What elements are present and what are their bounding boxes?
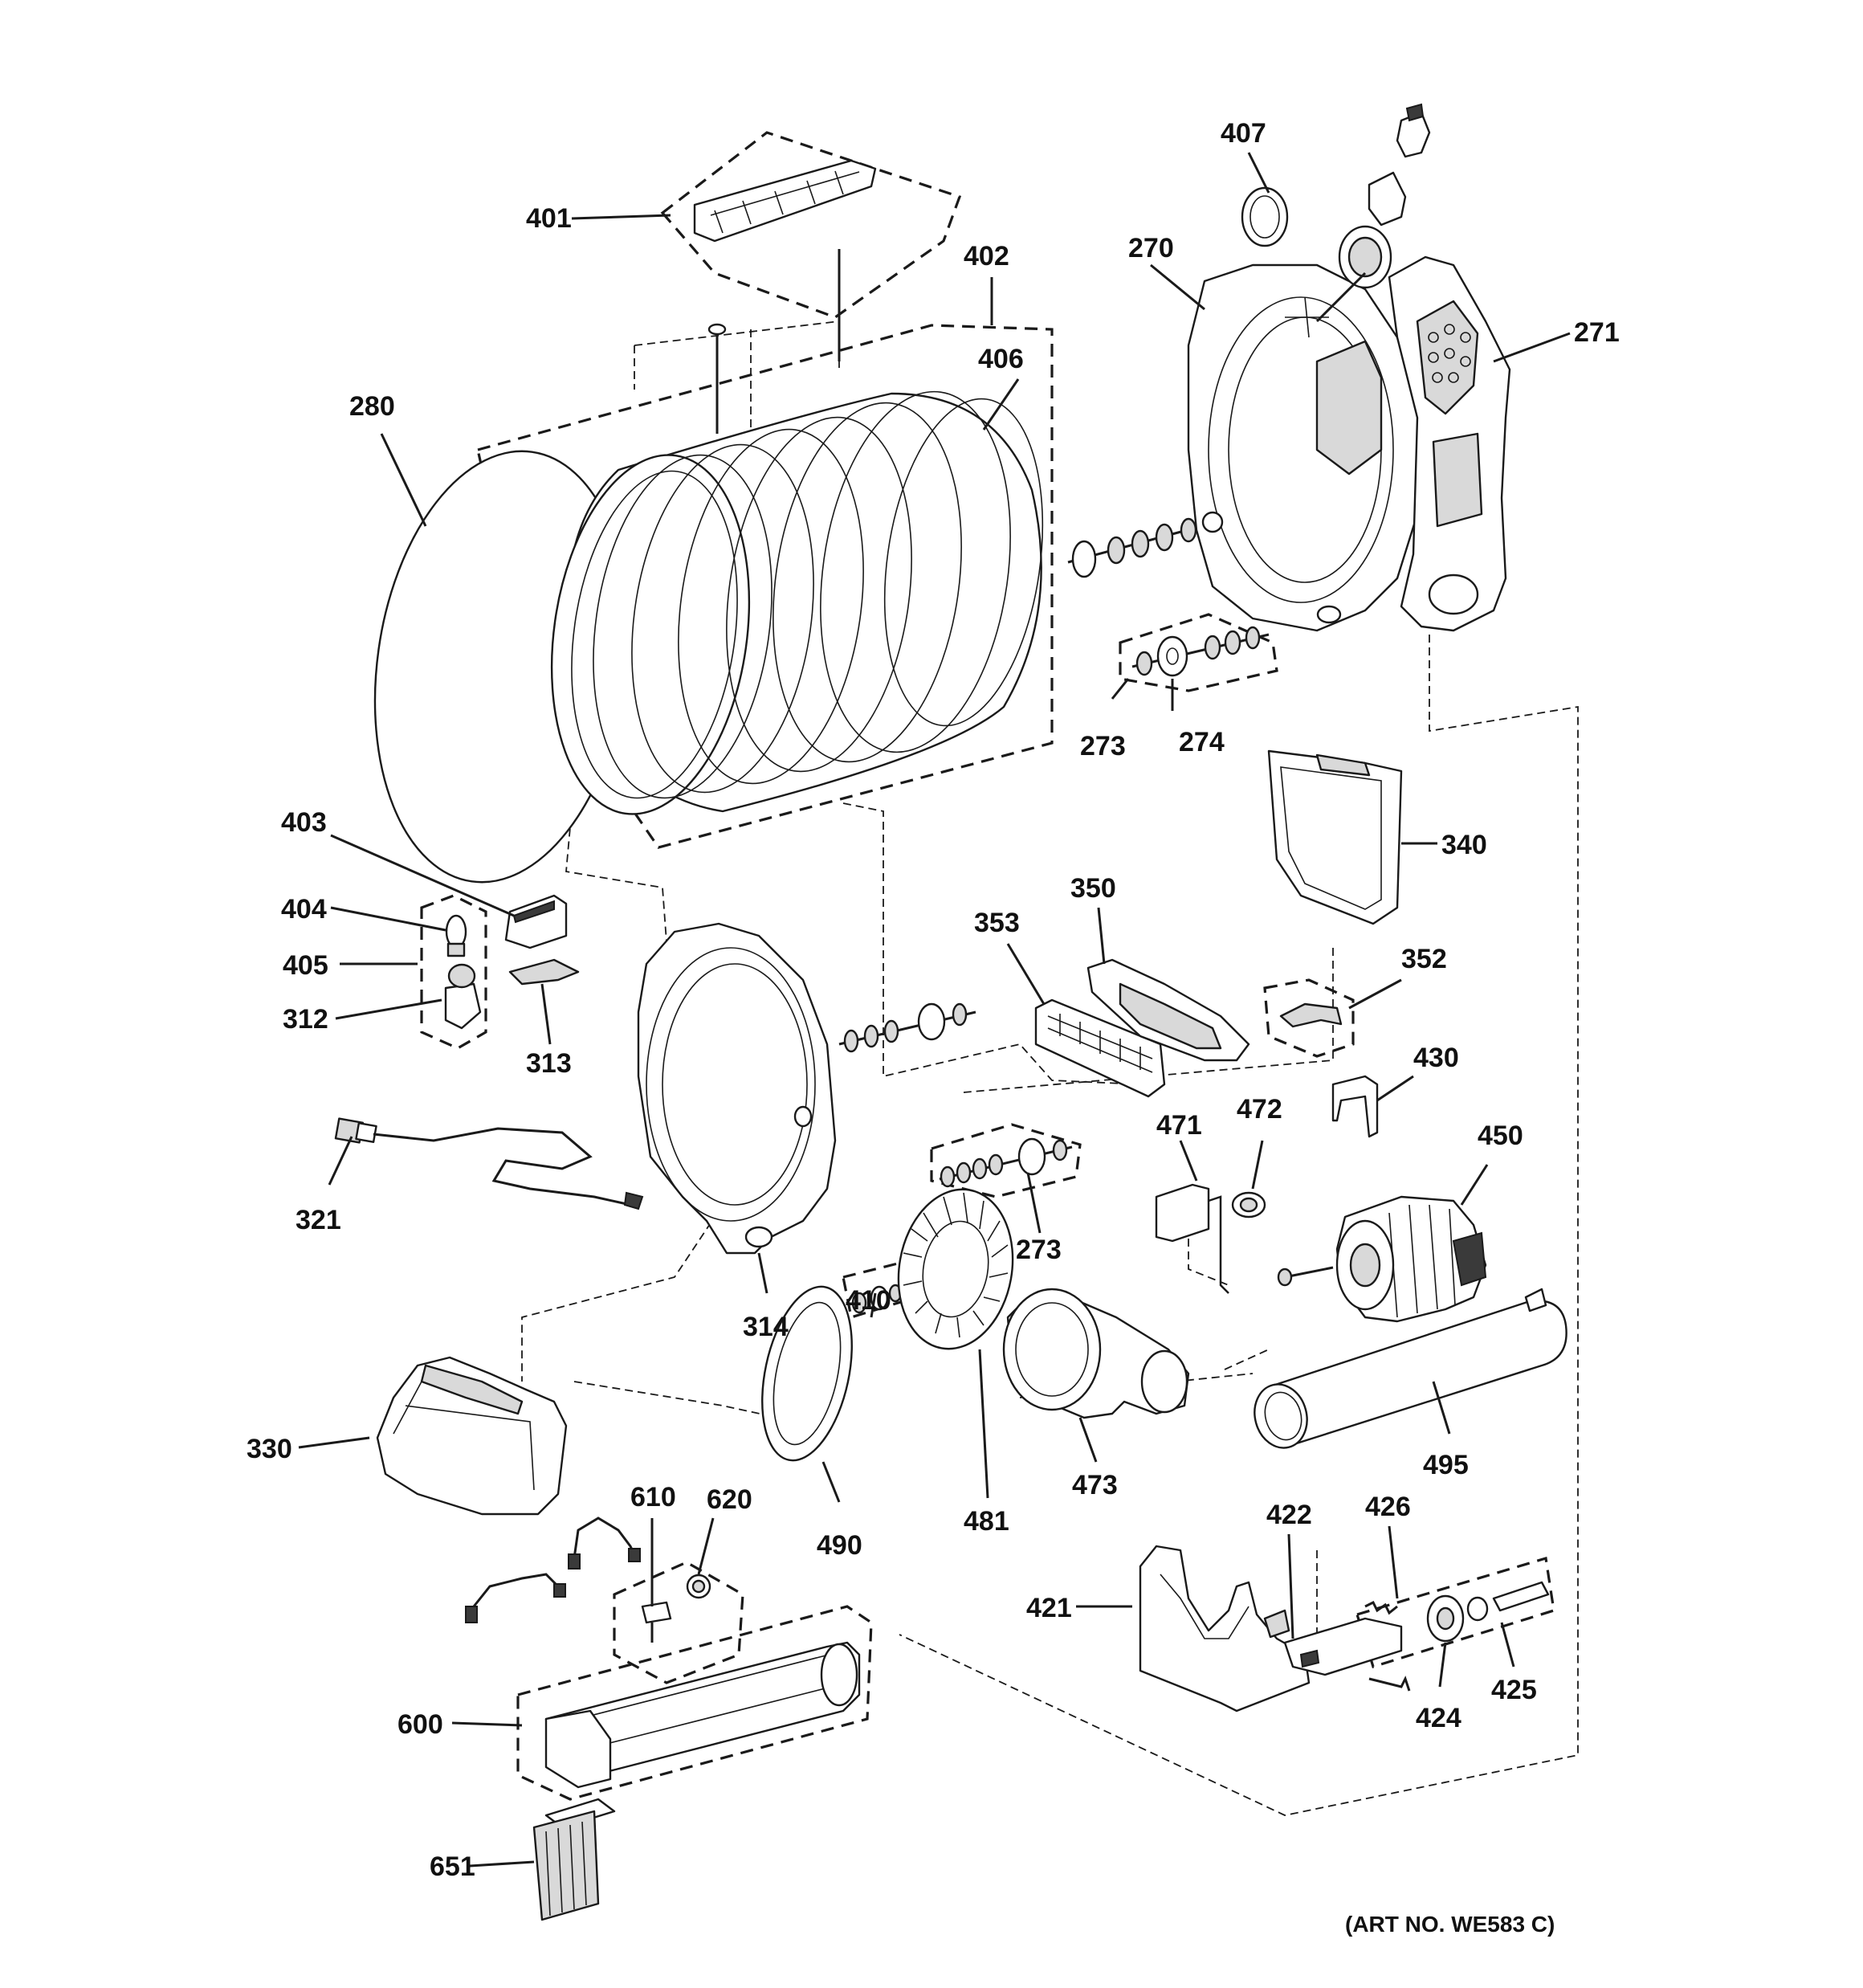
part-422-idler-arm xyxy=(1283,1617,1403,1676)
part-401-baffle xyxy=(693,159,877,361)
group-600-outline xyxy=(516,1605,873,1801)
callout-425: 425 xyxy=(1491,1675,1537,1705)
part-404-bulb xyxy=(445,914,467,957)
group-273b-outline xyxy=(930,1123,1082,1198)
callout-430: 430 xyxy=(1413,1043,1459,1073)
part-473-blower-housing xyxy=(1002,1288,1190,1419)
heater-jumper-wires xyxy=(465,1517,641,1623)
part-410-washer-set xyxy=(851,1284,903,1314)
callout-312: 312 xyxy=(283,1004,328,1035)
callout-450: 450 xyxy=(1478,1121,1523,1151)
routing-line-side xyxy=(899,635,1579,1816)
callout-271: 271 xyxy=(1574,317,1620,348)
callout-426: 426 xyxy=(1365,1492,1411,1522)
callout-321: 321 xyxy=(296,1205,341,1235)
part-353-lint-duct xyxy=(1034,998,1166,1098)
group-425-outline xyxy=(1355,1556,1555,1669)
part-600-heater-housing xyxy=(544,1641,861,1789)
part-495-exhaust-duct xyxy=(1254,1288,1567,1449)
callout-471: 471 xyxy=(1156,1110,1202,1141)
callout-481: 481 xyxy=(964,1506,1009,1537)
callout-424: 424 xyxy=(1416,1703,1461,1733)
art-number: (ART NO. WE583 C) xyxy=(1345,1912,1555,1937)
callout-273-upper: 273 xyxy=(1080,731,1126,761)
part-472-thermal-fuse xyxy=(1231,1191,1266,1219)
part-340-lint-filter xyxy=(1267,749,1403,925)
callout-280: 280 xyxy=(349,391,395,422)
part-450-motor xyxy=(1277,1195,1487,1323)
part-610-thermostat xyxy=(641,1601,672,1643)
callout-473: 473 xyxy=(1072,1470,1118,1500)
group-273a-outline xyxy=(1119,613,1278,692)
part-426-idler-spring xyxy=(1364,1600,1411,1692)
part-481-blower-wheel xyxy=(897,1188,1014,1350)
part-312-lamp-socket xyxy=(444,963,482,1030)
sensor-housing xyxy=(1315,225,1392,323)
part-314-front-bulkhead xyxy=(637,922,837,1255)
callout-600: 600 xyxy=(397,1709,443,1740)
callout-620: 620 xyxy=(707,1484,752,1515)
callout-401: 401 xyxy=(526,203,572,234)
drum-screw xyxy=(707,323,727,434)
part-330-trap-duct xyxy=(376,1356,568,1516)
part-406-drum xyxy=(550,390,1044,815)
routing-line-upper xyxy=(481,320,840,659)
part-352-spring-clip xyxy=(1279,1002,1343,1028)
part-313-bracket xyxy=(508,958,580,986)
part-403-lamp-cover xyxy=(504,894,568,949)
callout-610: 610 xyxy=(630,1482,676,1512)
callout-407: 407 xyxy=(1221,118,1266,149)
callout-422: 422 xyxy=(1266,1500,1312,1530)
part-424-idler-pulley xyxy=(1426,1594,1465,1643)
callout-402: 402 xyxy=(964,241,1009,271)
callout-410: 410 xyxy=(846,1285,891,1316)
part-471-thermostat xyxy=(1155,1183,1229,1294)
leader-lines xyxy=(298,152,1571,1868)
callout-353: 353 xyxy=(974,908,1020,938)
callout-405: 405 xyxy=(283,950,328,981)
part-421-motor-mount xyxy=(1139,1545,1311,1712)
callout-340: 340 xyxy=(1441,830,1487,860)
upper-shaft-hardware xyxy=(1067,517,1217,578)
callout-313: 313 xyxy=(526,1048,572,1079)
callout-421: 421 xyxy=(1026,1593,1072,1623)
part-490-seal-ring xyxy=(761,1285,853,1462)
part-425-idler-shaft xyxy=(1466,1581,1550,1622)
part-321-wire-harness xyxy=(334,1117,644,1210)
part-270-rear-bulkhead xyxy=(1187,263,1423,632)
callout-273-lower: 273 xyxy=(1016,1235,1062,1265)
part-620-thermal-cutoff xyxy=(686,1574,711,1599)
routing-line-drum-right xyxy=(842,802,1141,1085)
part-271-duct-panel xyxy=(1388,255,1511,632)
part-350-lint-grille xyxy=(1086,958,1250,1062)
callout-490: 490 xyxy=(817,1530,862,1561)
callout-labels: 401 402 406 407 270 271 280 273 274 340 … xyxy=(247,118,1620,1937)
callout-352: 352 xyxy=(1401,944,1447,974)
group-401-outline xyxy=(660,131,962,319)
callout-350: 350 xyxy=(1070,873,1116,904)
sensor-plug xyxy=(1368,103,1431,227)
part-407-clip xyxy=(1241,186,1289,247)
group-lamp-outline xyxy=(420,894,487,1050)
callout-472: 472 xyxy=(1237,1094,1282,1125)
group-352-outline xyxy=(1263,978,1355,1058)
callout-495: 495 xyxy=(1423,1450,1469,1480)
callout-403: 403 xyxy=(281,807,327,838)
callout-330: 330 xyxy=(247,1434,292,1464)
part-273-hardware-lower xyxy=(939,1137,1073,1188)
group-610-outline xyxy=(613,1561,744,1684)
callout-404: 404 xyxy=(281,894,327,925)
callout-274: 274 xyxy=(1179,727,1225,757)
part-273-274-hardware-upper xyxy=(1131,626,1270,677)
callout-314: 314 xyxy=(743,1312,789,1342)
middle-shaft-hardware xyxy=(838,1002,976,1053)
part-651-heater-element xyxy=(532,1798,616,1921)
callout-651: 651 xyxy=(430,1851,475,1882)
callout-406: 406 xyxy=(978,344,1024,374)
part-430-motor-clip xyxy=(1331,1075,1379,1138)
callout-270: 270 xyxy=(1128,233,1174,263)
